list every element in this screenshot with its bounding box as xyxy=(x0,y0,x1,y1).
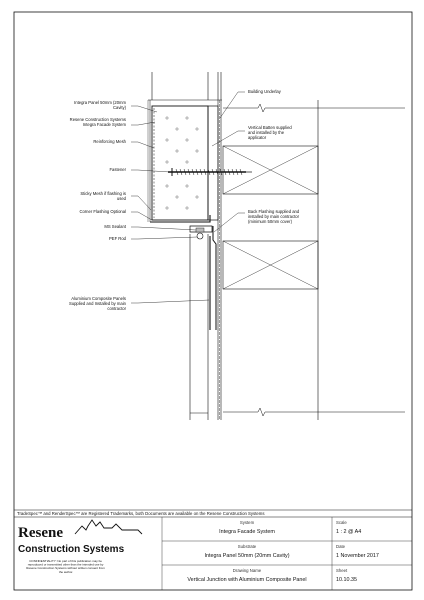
label-pef-rod: PEF Rod xyxy=(109,236,127,241)
aluminium-composite-panel xyxy=(189,225,213,233)
system-value: Integra Facade System xyxy=(219,529,275,535)
vertical-batten xyxy=(207,105,219,221)
substrate-value: Integra Panel 50mm (20mm Cavity) xyxy=(204,553,289,559)
scale-caption: Scale xyxy=(336,520,347,525)
panel-hatch xyxy=(165,116,199,210)
sheet-border xyxy=(13,11,413,591)
label-mesh: Reinforcing Mesh xyxy=(93,139,126,144)
substrate-caption: Substrate xyxy=(238,544,257,549)
date-caption: Date xyxy=(336,544,346,549)
system-caption: System xyxy=(240,520,255,525)
drawing-caption: Drawing Name xyxy=(233,568,262,573)
trademark-note: TradeSpec™ and RenderSpec™ are Registere… xyxy=(17,511,265,516)
right-labels: Building Underlay Vertical Batten suppli… xyxy=(248,89,300,224)
leader-lines xyxy=(131,91,245,304)
label-ms-sealant: MS Sealant xyxy=(104,224,126,229)
logo-brand: Resene xyxy=(18,525,63,541)
section-drawing xyxy=(147,72,405,420)
sheet-caption: Sheet xyxy=(336,568,348,573)
pef-rod xyxy=(196,232,204,240)
drawing-value: Vertical Junction with Aluminium Composi… xyxy=(187,577,306,583)
date-value: 1 November 2017 xyxy=(336,553,379,559)
ms-sealant xyxy=(195,227,205,233)
label-fastener: Fastener xyxy=(109,167,126,172)
break-line-bottom xyxy=(223,407,405,417)
back-flashing xyxy=(212,226,217,330)
label-corner-flashing: Corner Flashing Optional xyxy=(79,209,126,214)
title-block xyxy=(161,517,412,590)
corner-flashing xyxy=(150,215,211,223)
label-underlay: Building Underlay xyxy=(248,89,282,94)
skyline-icon xyxy=(74,519,143,535)
break-line-top xyxy=(223,103,405,113)
title-block-text: System Integra Facade System Substrate I… xyxy=(187,520,306,583)
title-block-right: Scale 1 : 2 @ A4 Date 1 November 2017 Sh… xyxy=(336,520,379,583)
sheet-value: 10.10.35 xyxy=(336,577,357,583)
scale-value: 1 : 2 @ A4 xyxy=(336,529,361,535)
logo-subtitle: Construction Systems xyxy=(18,544,125,555)
logo: Resene Construction Systems CONFIDENTIAL… xyxy=(18,519,143,574)
confidentiality-notice: CONFIDENTIALITY: No part of this publica… xyxy=(26,559,105,574)
integra-panel xyxy=(151,105,209,221)
